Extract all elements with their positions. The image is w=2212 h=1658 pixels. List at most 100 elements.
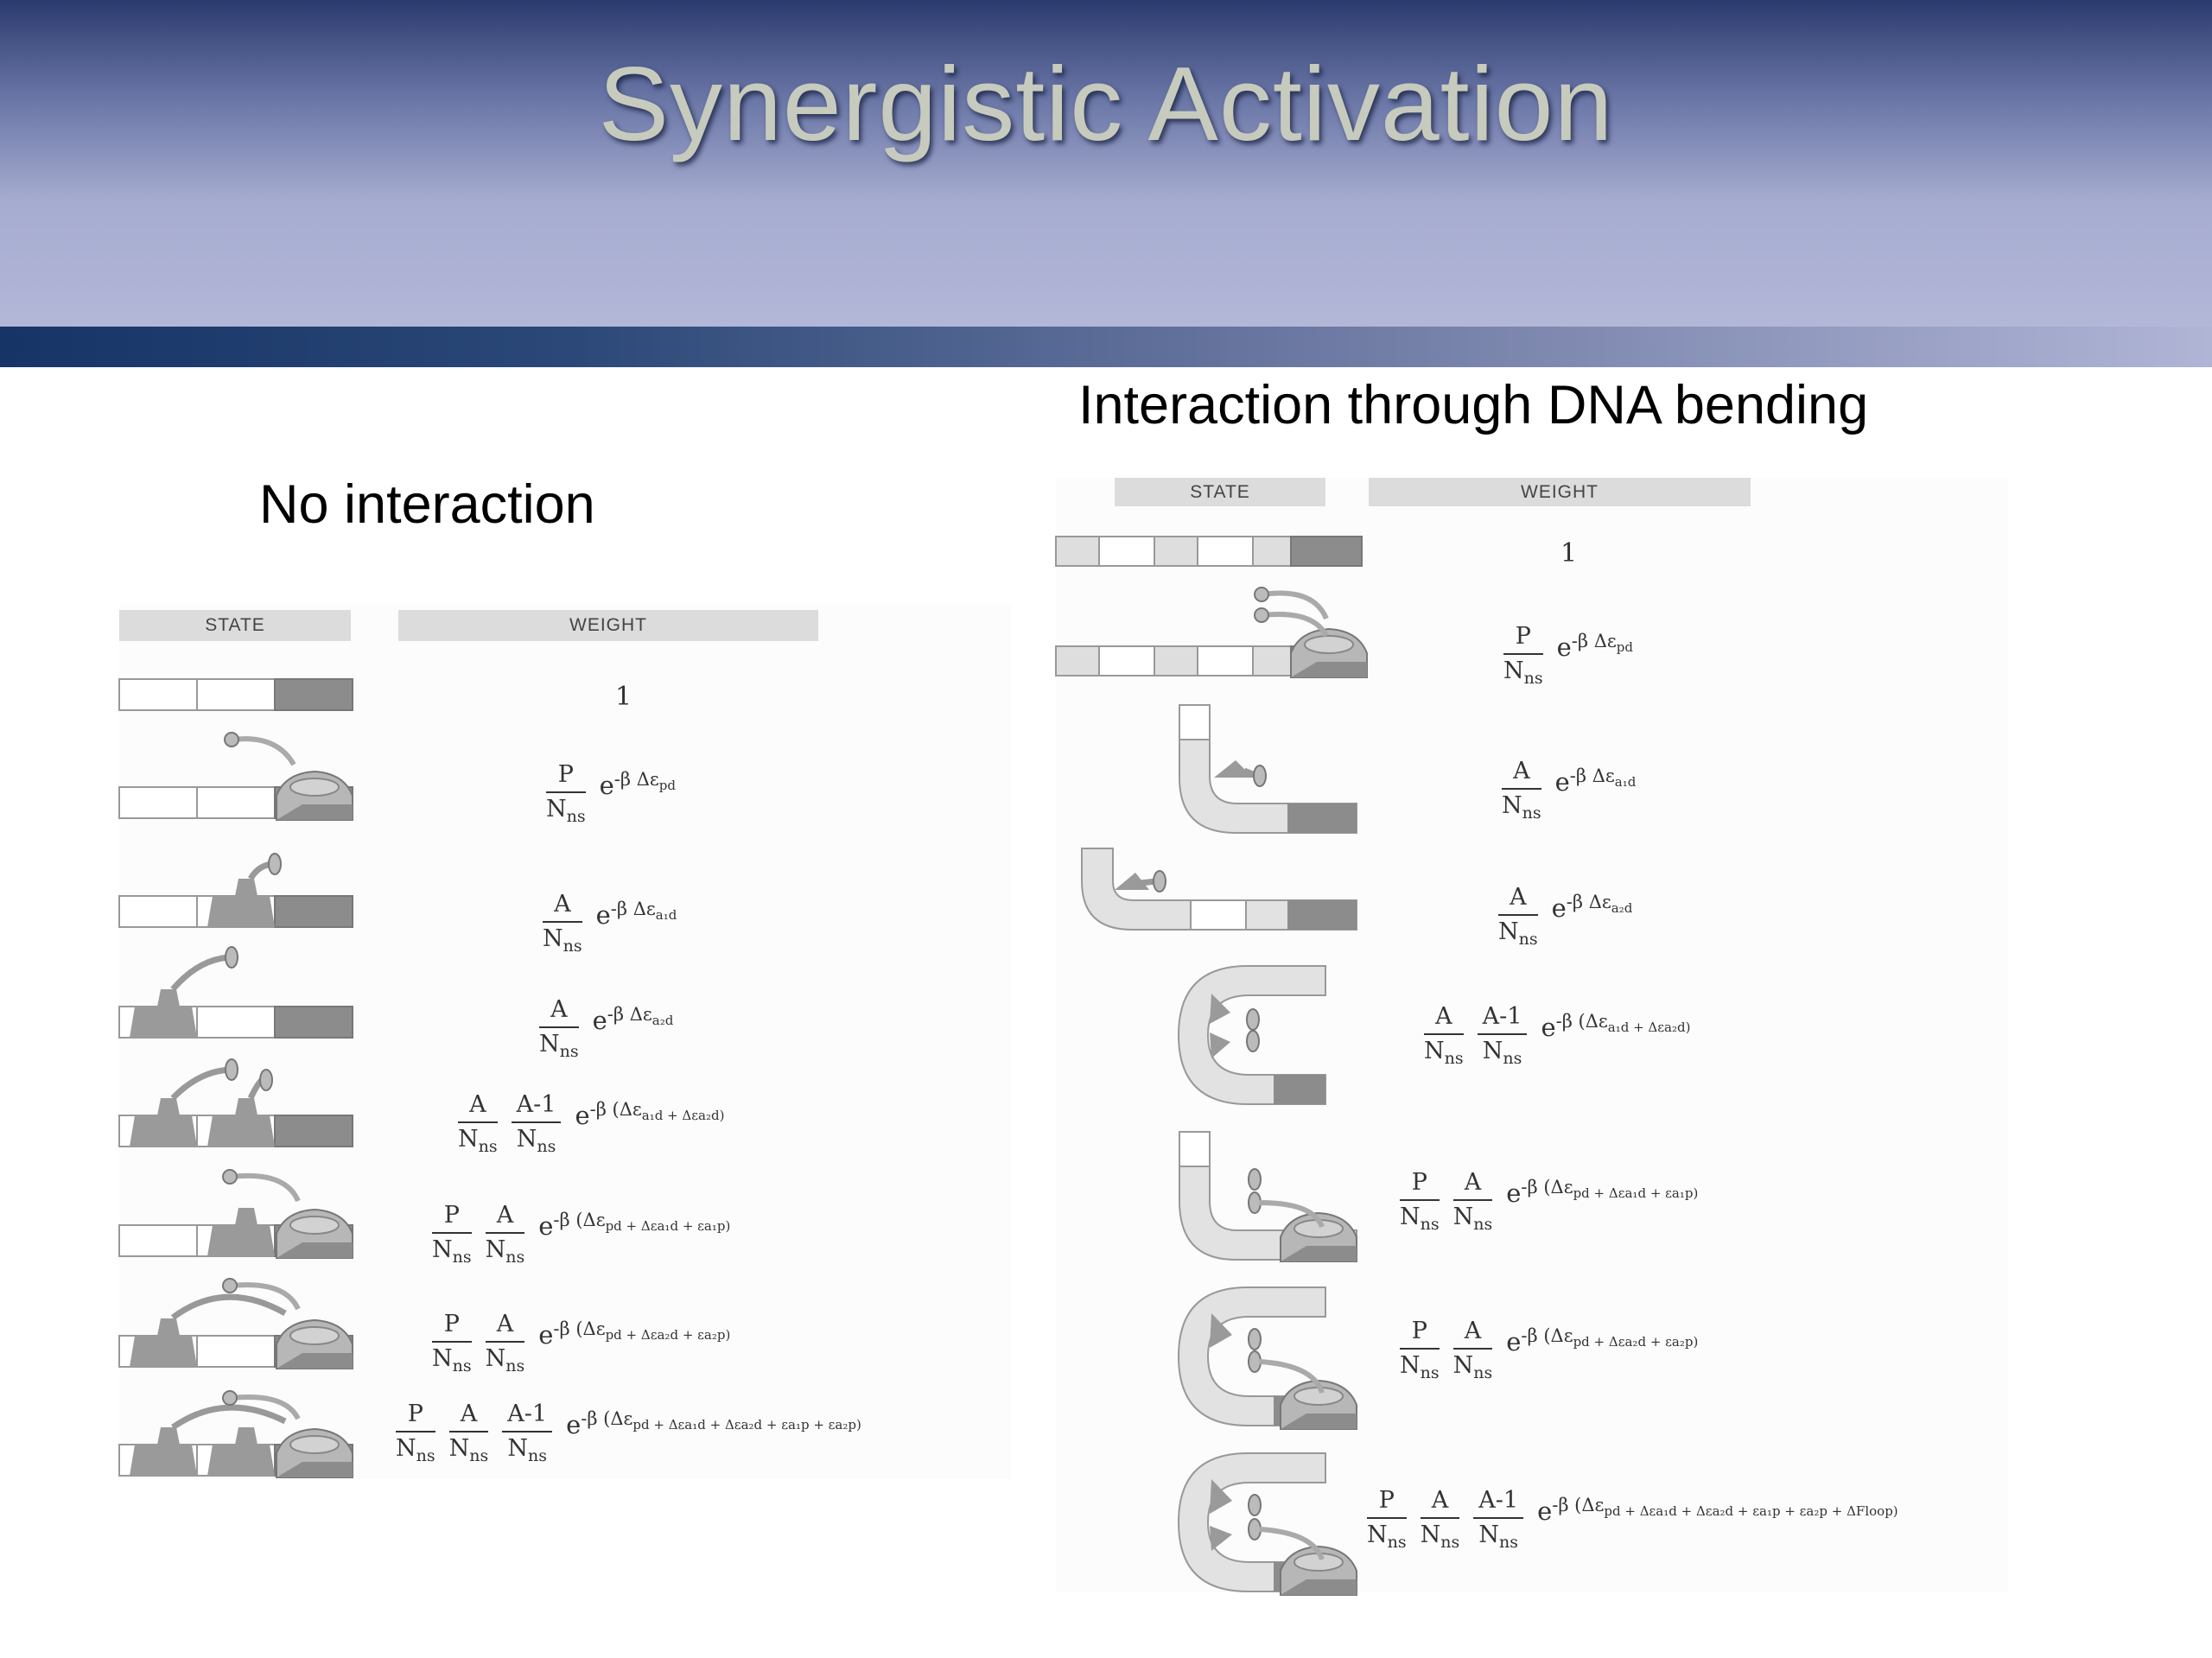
fraction-denominator: Nns [1482,1037,1522,1068]
fraction-denominator: Nns [396,1434,435,1465]
fraction-denominator: Nns [1452,1351,1493,1382]
exponential-term: e-β (Δεpd + Δεa₁d + εa₁p) [1506,1177,1699,1209]
exponential-term: e-β (Δεpd + Δεa₂d + εa₂p) [1506,1325,1699,1357]
fraction-denominator: Nns [448,1434,489,1465]
fraction-numerator: A [1502,757,1541,790]
fraction-numerator: A [485,1201,525,1234]
fraction-numerator: A [458,1090,498,1123]
fraction-denominator: Nns [485,1344,525,1375]
slide-title: Synergistic Activation [598,45,1614,162]
fraction-numerator: A [448,1400,489,1432]
fraction-denominator: Nns [1498,918,1538,949]
fraction-numerator: P [546,760,586,793]
fraction-numerator: A-1 [1477,1002,1528,1035]
exponential-term: e-β (Δεpd + Δεa₁d + εa₁p) [538,1210,731,1242]
fraction-numerator: P [396,1400,435,1432]
banner-stripe [0,327,2212,367]
exponential-term: e-β (Δεpd + Δεa₁d + Δεa₂d + εa₁p + εa₂p … [1537,1495,1898,1527]
fraction-denominator: Nns [1367,1521,1407,1552]
fraction-numerator: P [1367,1486,1407,1519]
left-heading: No interaction [259,474,595,535]
fraction-numerator: P [1503,622,1543,655]
fraction-numerator: A [1424,1002,1464,1035]
fraction-numerator: A-1 [511,1090,562,1123]
fraction-numerator: A [539,995,579,1028]
fraction-numerator: A-1 [1473,1486,1524,1519]
fraction-denominator: Nns [432,1236,472,1267]
fraction-numerator: A [1498,883,1538,916]
fraction-numerator: A [1420,1486,1460,1519]
fraction-denominator: Nns [1400,1351,1440,1382]
left-weight-header: WEIGHT [398,610,818,641]
fraction-numerator: P [1400,1168,1440,1201]
fraction-numerator: P [432,1201,472,1234]
fraction-denominator: Nns [507,1434,547,1465]
fraction-denominator: Nns [546,795,586,826]
fraction-denominator: Nns [432,1344,472,1375]
fraction-denominator: Nns [1502,791,1541,823]
fraction-numerator: A [1452,1168,1493,1201]
fraction-denominator: Nns [1420,1521,1460,1552]
right-weight-header: WEIGHT [1369,478,1751,506]
fraction-numerator: P [432,1310,472,1343]
exponential-term: e-β Δεpd [1556,631,1633,663]
fraction-denominator: Nns [485,1236,525,1267]
left-weight-1: 1 [615,681,632,714]
exponential-term: e-β Δεa₁d [1554,765,1637,797]
right-heading: Interaction through DNA bending [1078,375,1869,435]
fraction-denominator: Nns [458,1125,498,1156]
exponential-term: e-β Δεpd [599,769,676,801]
title-banner [0,0,2212,367]
weight-one: 1 [615,682,632,712]
right-weight-1: 1 [1560,537,1577,570]
fraction-numerator: A [543,890,582,923]
fraction-numerator: A-1 [502,1400,553,1432]
left-state-header: STATE [119,610,351,641]
exponential-term: e-β Δεa₁d [595,899,677,931]
exponential-term: e-β (Δεpd + Δεa₂d + εa₂p) [538,1318,731,1350]
fraction-denominator: Nns [1478,1521,1518,1552]
fraction-denominator: Nns [1503,657,1543,688]
weight-one: 1 [1560,538,1578,569]
fraction-denominator: Nns [1424,1037,1464,1068]
exponential-term: e-β Δεa₂d [1551,892,1633,924]
fraction-denominator: Nns [1400,1203,1440,1234]
exponential-term: e-β (Δεpd + Δεa₁d + Δεa₂d + εa₁p + εa₂p) [566,1408,861,1440]
